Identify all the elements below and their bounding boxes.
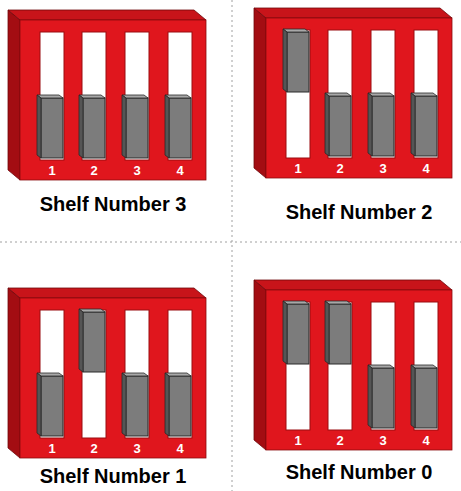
slot-opening — [286, 30, 310, 158]
dip-switch: 1234Shelf Number 0 — [266, 290, 452, 450]
switch-slot — [411, 302, 438, 430]
switch-number: 1 — [286, 162, 310, 176]
switch-knob — [83, 98, 105, 158]
knob-side — [37, 373, 41, 436]
switch-slot — [79, 309, 106, 438]
switch-body — [20, 298, 206, 458]
body-side — [8, 288, 20, 458]
body-front — [266, 290, 452, 450]
knob-side — [325, 301, 329, 364]
body-side — [254, 280, 266, 450]
switch-number: 4 — [414, 162, 438, 176]
switch-number: 2 — [328, 434, 352, 448]
knob-side — [283, 301, 287, 364]
switch-slot — [368, 30, 395, 158]
switch-knob — [126, 98, 148, 158]
switch-slot — [325, 30, 352, 158]
switch-number: 2 — [82, 442, 106, 456]
switch-body — [20, 20, 206, 180]
switch-number: 4 — [414, 434, 438, 448]
dip-switch: 1234Shelf Number 2 — [266, 18, 452, 178]
switch-number: 3 — [125, 442, 149, 456]
switch-knob — [83, 312, 105, 372]
body-side — [8, 10, 20, 180]
divider-line — [232, 0, 233, 491]
switch-number: 1 — [40, 442, 64, 456]
dip-switch: 1234Shelf Number 1 — [20, 298, 206, 458]
knob-side — [165, 373, 169, 436]
switch-number: 3 — [371, 162, 395, 176]
switch-number: 4 — [168, 442, 192, 456]
knob-side — [325, 93, 329, 156]
switch-knob — [287, 304, 309, 364]
switch-slot — [122, 310, 149, 438]
switch-slot — [37, 32, 64, 160]
body-front — [266, 18, 452, 178]
switch-knob — [41, 98, 63, 158]
switch-number: 4 — [168, 164, 192, 178]
switch-number: 2 — [82, 164, 106, 178]
knob-side — [411, 365, 415, 428]
switch-knob — [372, 96, 394, 156]
shelf-caption: Shelf Number 3 — [0, 192, 228, 216]
switch-number: 3 — [371, 434, 395, 448]
switch-slot — [79, 32, 106, 160]
knob-side — [411, 93, 415, 156]
knob-side — [368, 93, 372, 156]
body-side — [254, 8, 266, 178]
switch-slot — [37, 310, 64, 438]
slot-opening — [328, 302, 352, 430]
slot-opening — [286, 302, 310, 430]
switch-body — [266, 290, 452, 450]
switch-slot — [283, 29, 310, 158]
knob-side — [368, 365, 372, 428]
switch-knob — [415, 96, 437, 156]
switch-number: 3 — [125, 164, 149, 178]
switch-slot — [411, 30, 438, 158]
knob-side — [122, 373, 126, 436]
knob-side — [37, 95, 41, 158]
slot-opening — [82, 310, 106, 438]
body-front — [20, 20, 206, 180]
shelf-caption: Shelf Number 1 — [0, 464, 228, 488]
switch-slot — [165, 32, 192, 160]
body-front — [20, 298, 206, 458]
shelf-caption: Shelf Number 0 — [244, 460, 461, 484]
body-top — [254, 280, 452, 290]
knob-side — [79, 309, 83, 372]
knob-side — [165, 95, 169, 158]
switch-knob — [329, 304, 351, 364]
knob-side — [79, 95, 83, 158]
switch-knob — [372, 368, 394, 428]
switch-slot — [283, 301, 310, 430]
switch-slot — [368, 302, 395, 430]
body-top — [254, 8, 452, 18]
dip-switch: 1234Shelf Number 3 — [20, 20, 206, 180]
switch-knob — [415, 368, 437, 428]
body-top — [8, 10, 206, 20]
knob-side — [122, 95, 126, 158]
switch-knob — [126, 376, 148, 436]
switch-number: 1 — [40, 164, 64, 178]
switch-body — [266, 18, 452, 178]
switch-knob — [329, 96, 351, 156]
switch-slot — [165, 310, 192, 438]
switch-slot — [325, 301, 352, 430]
switch-knob — [41, 376, 63, 436]
switch-knob — [169, 376, 191, 436]
switch-slot — [122, 32, 149, 160]
shelf-caption: Shelf Number 2 — [244, 200, 461, 224]
switch-knob — [287, 32, 309, 92]
knob-side — [283, 29, 287, 92]
switch-knob — [169, 98, 191, 158]
body-top — [8, 288, 206, 298]
divider-line — [0, 242, 461, 243]
switch-number: 1 — [286, 434, 310, 448]
switch-number: 2 — [328, 162, 352, 176]
